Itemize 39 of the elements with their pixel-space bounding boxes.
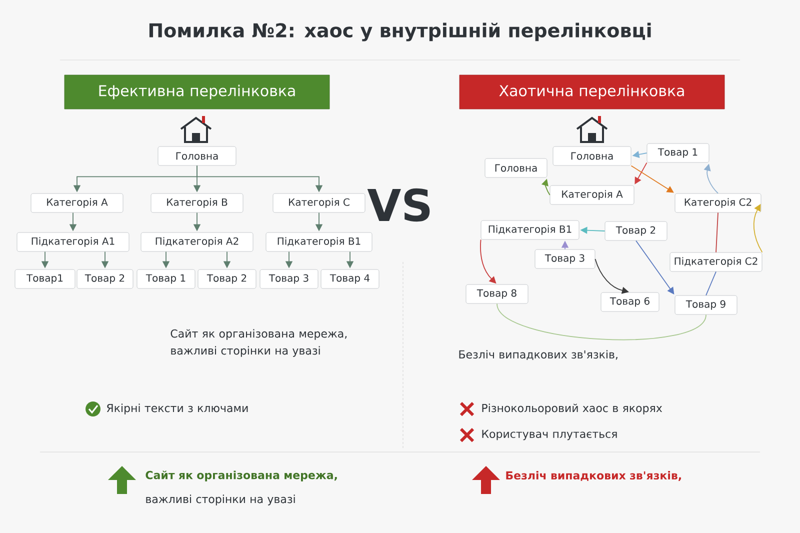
page-box: Підкатегорія C2 <box>670 252 762 272</box>
header-banner: Ефективна перелінковка <box>64 74 330 110</box>
connector-arrow <box>636 240 674 294</box>
summary-heading: Сайт як організована мережа, <box>146 470 337 482</box>
page-box: Підкатегорія B1 <box>266 232 372 252</box>
page-box: Підкатегорія A2 <box>140 232 254 252</box>
page-box: Товар 2 <box>198 269 256 289</box>
page-box: Товар 9 <box>674 295 738 315</box>
page-box: Підкатегорія B1 <box>480 220 580 240</box>
page-box: Товар 1 <box>646 143 710 163</box>
page-box: Категорія C <box>272 193 366 213</box>
description-text: Безліч випадкових зв'язків, <box>459 350 618 360</box>
page-box: Товар 4 <box>320 269 380 289</box>
page-box: Категорія A <box>30 193 124 213</box>
page-box: Товар 1 <box>136 269 196 289</box>
page-box: Головна <box>158 146 236 166</box>
page-box: Головна <box>552 146 632 166</box>
page-box: Товар 6 <box>600 292 660 312</box>
list-item-text: Користувач плутається <box>482 430 617 440</box>
page-box: Товар1 <box>14 269 76 289</box>
page-box: Товар 2 <box>604 221 668 241</box>
list-item-text: Якірні тексти з ключами <box>106 404 248 414</box>
connector-arrow <box>630 165 674 193</box>
list-item-text: Різнокольоровий хаос в якорях <box>482 404 662 414</box>
vs-text: VS <box>367 188 430 222</box>
page-box: Товар 8 <box>466 284 528 304</box>
summary-heading: Безліч випадкових зв'язків, <box>506 471 681 481</box>
page-box: Товар 2 <box>76 269 134 289</box>
header-banner: Хаотична перелінковка <box>459 74 725 110</box>
description-text: Сайт як організована мережа, важливі сторінки на увазі <box>170 329 347 357</box>
page-box: Товар 3 <box>260 269 318 289</box>
page-box: Головна <box>484 158 548 178</box>
summary-text: важливі сторінки на увазі <box>146 494 295 506</box>
page-box: Категорія A <box>550 185 634 205</box>
page-box: Категорія C2 <box>674 193 762 213</box>
page-box: Товар 3 <box>534 249 596 269</box>
title: Помилка №2: хаос у внутрішній перелінковці <box>149 22 651 42</box>
page-box: Категорія B <box>150 193 244 213</box>
page-box: Підкатегорія A1 <box>16 232 130 252</box>
